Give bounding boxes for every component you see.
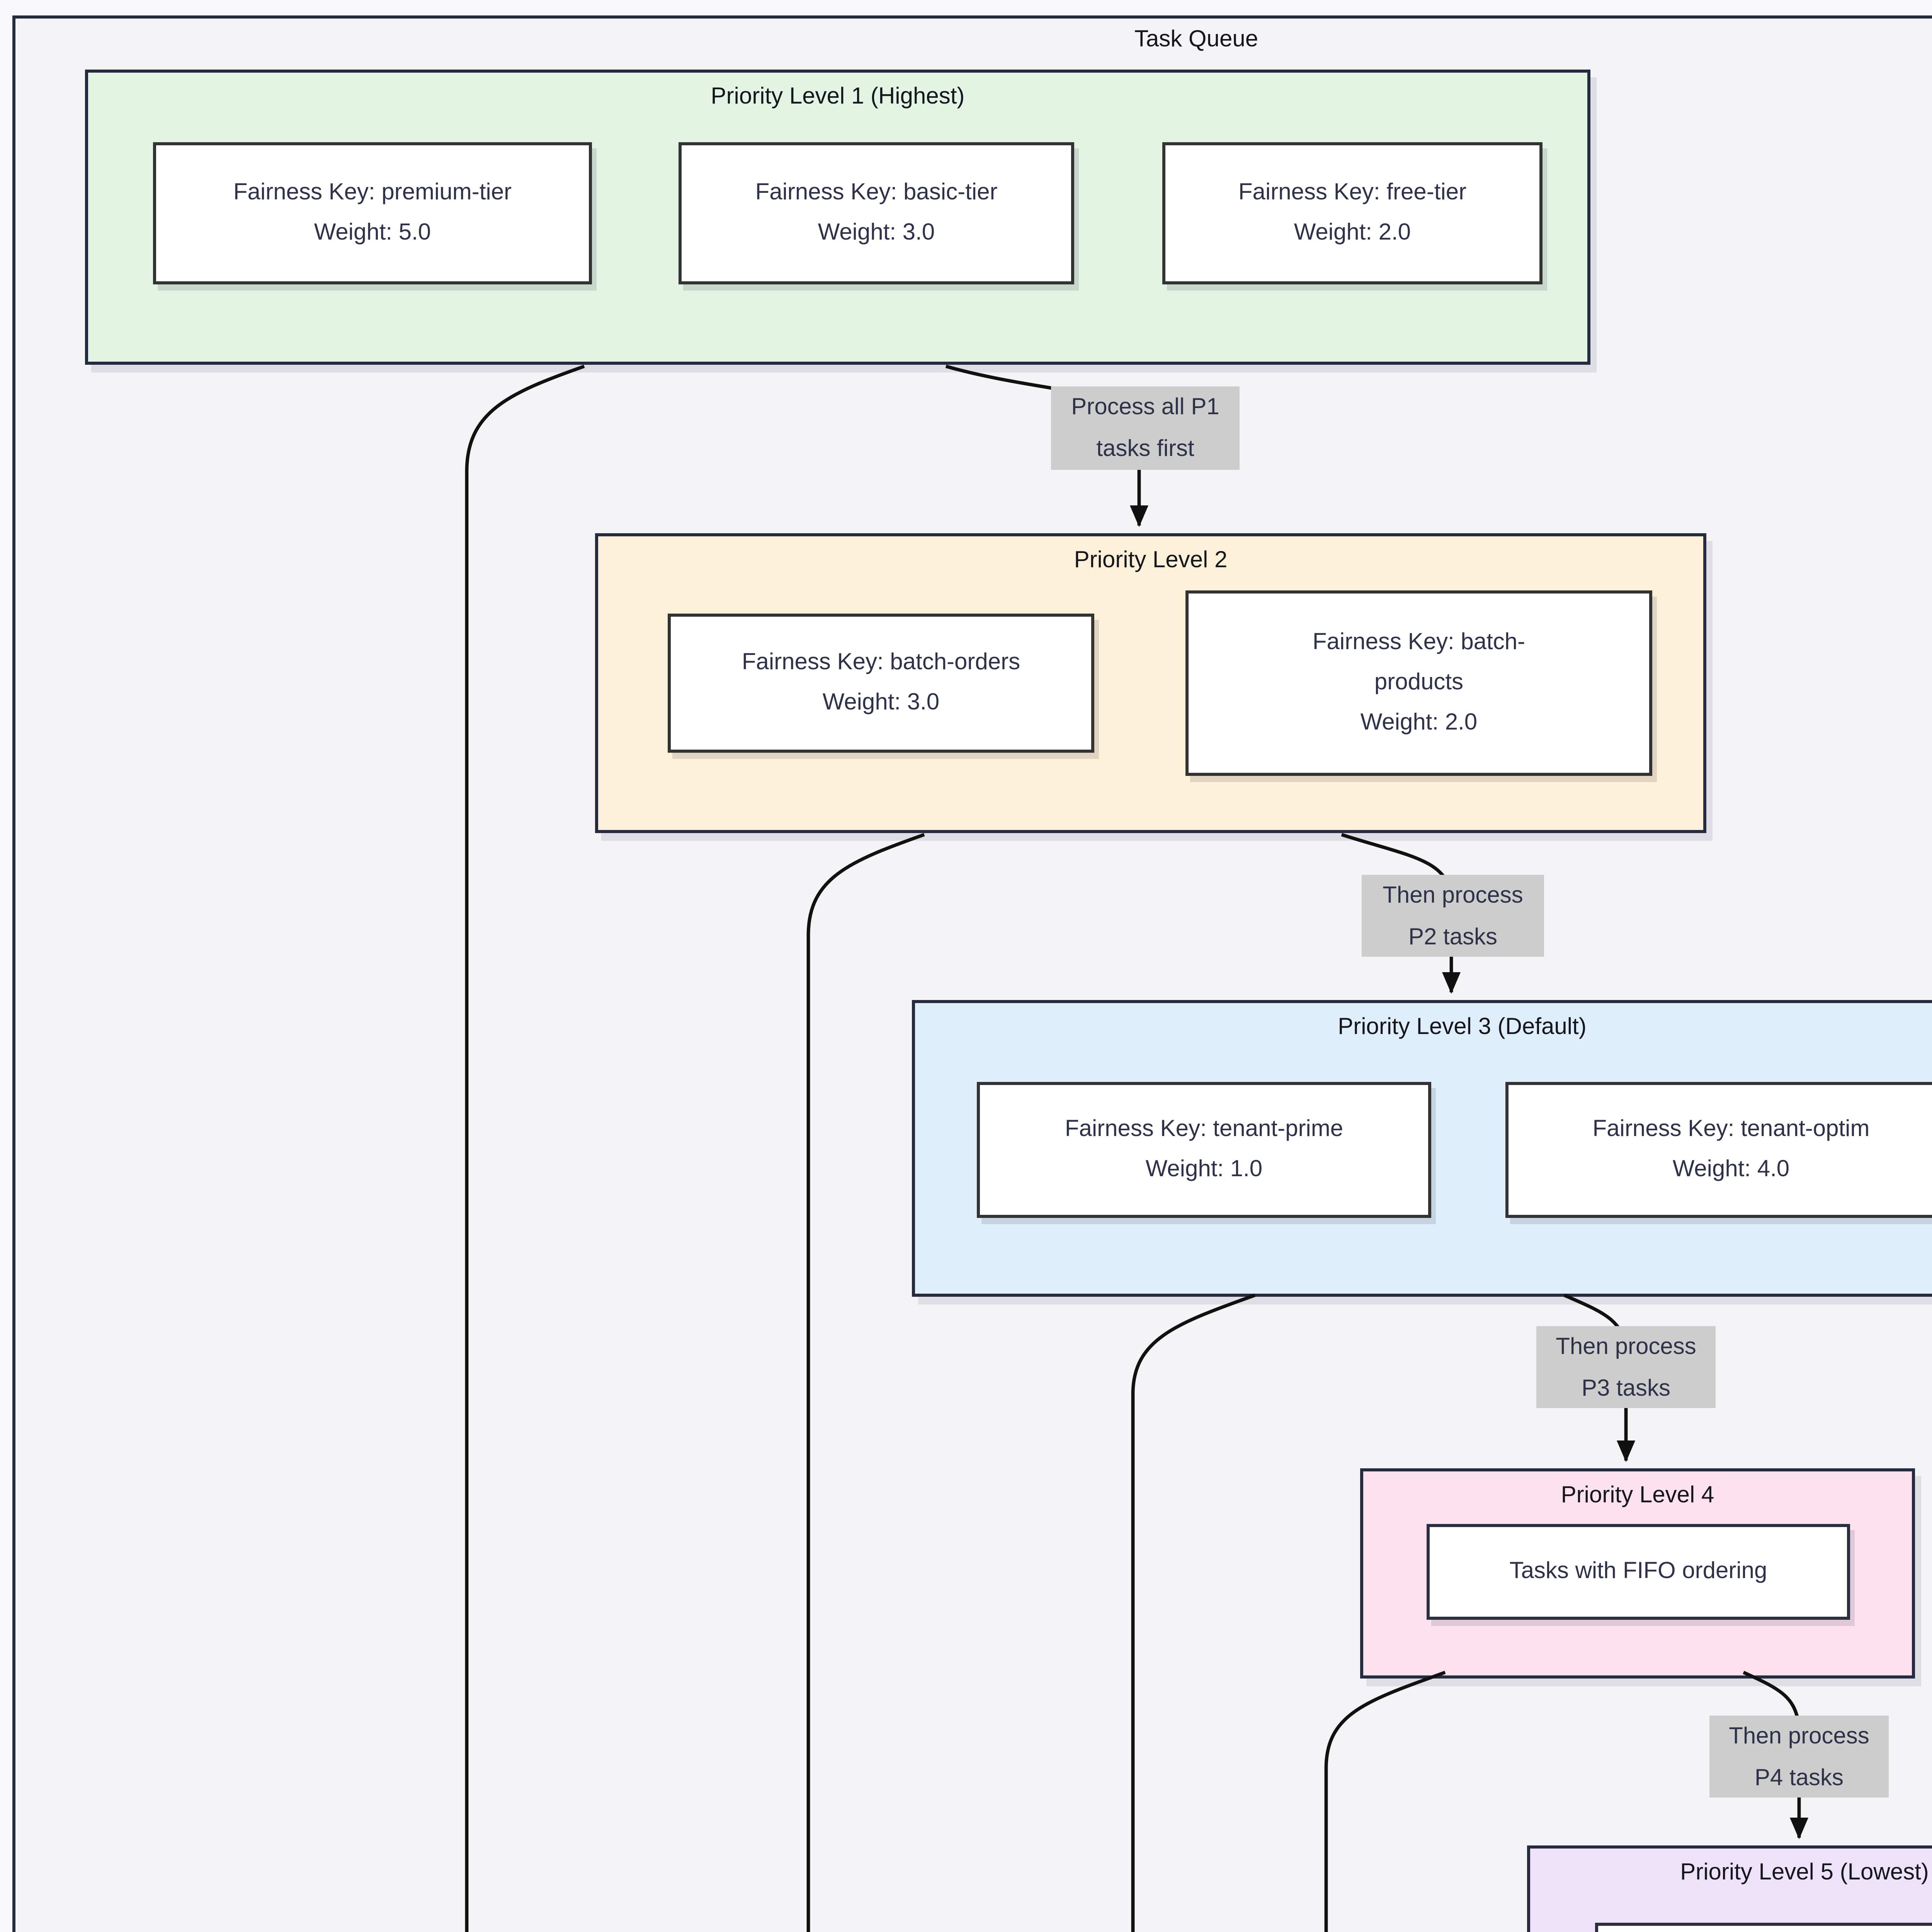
edge-label-process-p3: Then process P3 tasks (1536, 1326, 1716, 1408)
node-line: Fairness Key: free-tier (1238, 179, 1467, 206)
node-line: Fairness Key: batch- (1312, 629, 1526, 655)
edge-label-process-p4: Then process P4 tasks (1709, 1716, 1889, 1798)
edge-label-line: P2 tasks (1408, 924, 1498, 951)
node-line: Fairness Key: basic-tier (755, 179, 998, 206)
node-basic-tier: Fairness Key: basic-tier Weight: 3.0 (679, 142, 1074, 284)
edge-label-process-p2: Then process P2 tasks (1362, 875, 1544, 957)
node-batch-products: Fairness Key: batch- products Weight: 2.… (1185, 590, 1652, 776)
node-line: Weight: 3.0 (822, 689, 940, 716)
priority-level-4-container: Priority Level 4 Tasks with FIFO orderin… (1360, 1468, 1915, 1679)
node-tenant-prime: Fairness Key: tenant-prime Weight: 1.0 (977, 1082, 1431, 1218)
node-line: Weight: 5.0 (314, 219, 431, 246)
node-line: Fairness Key: premium-tier (233, 179, 512, 206)
node-line: Fairness Key: tenant-prime (1065, 1116, 1344, 1142)
node-line: Fairness Key: tenant-optim (1592, 1116, 1870, 1142)
node-fifo-p4: Tasks with FIFO ordering (1427, 1524, 1850, 1620)
node-line: Weight: 3.0 (818, 219, 935, 246)
node-fifo-p5: Tasks with FIFO ordering (1595, 1923, 1932, 1932)
priority-level-2-container: Priority Level 2 Fairness Key: batch-ord… (595, 533, 1706, 833)
node-line: Tasks with FIFO ordering (1509, 1558, 1767, 1584)
node-free-tier: Fairness Key: free-tier Weight: 2.0 (1162, 142, 1543, 284)
node-tenant-optim: Fairness Key: tenant-optim Weight: 4.0 (1505, 1082, 1932, 1218)
node-line: Weight: 4.0 (1672, 1156, 1790, 1182)
edge-label-line: Process all P1 (1071, 394, 1219, 420)
priority-level-1-title: Priority Level 1 (Highest) (711, 83, 965, 110)
priority-level-4-title: Priority Level 4 (1561, 1482, 1714, 1509)
edge-label-process-p1: Process all P1 tasks first (1051, 386, 1240, 470)
node-line: Fairness Key: batch-orders (742, 649, 1020, 675)
priority-level-3-title: Priority Level 3 (Default) (1338, 1014, 1587, 1040)
node-line: products (1374, 669, 1464, 696)
node-line: Weight: 2.0 (1360, 709, 1478, 736)
task-queue-title: Task Queue (1134, 26, 1259, 53)
priority-level-3-container: Priority Level 3 (Default) Fairness Key:… (912, 1000, 1932, 1297)
edge-label-line: P4 tasks (1754, 1765, 1844, 1791)
node-line: Weight: 2.0 (1294, 219, 1411, 246)
node-line: Weight: 1.0 (1145, 1156, 1263, 1182)
priority-level-1-container: Priority Level 1 (Highest) Fairness Key:… (85, 70, 1590, 365)
edge-label-line: tasks first (1096, 436, 1194, 462)
edge-label-line: P3 tasks (1581, 1376, 1671, 1402)
priority-level-5-container: Priority Level 5 (Lowest) Tasks with FIF… (1527, 1845, 1932, 1932)
node-batch-orders: Fairness Key: batch-orders Weight: 3.0 (668, 614, 1094, 753)
edge-label-line: Then process (1729, 1723, 1869, 1750)
priority-level-5-title: Priority Level 5 (Lowest) (1680, 1859, 1929, 1886)
node-premium-tier: Fairness Key: premium-tier Weight: 5.0 (153, 142, 592, 284)
edge-label-line: Then process (1556, 1334, 1696, 1360)
edge-label-line: Then process (1383, 883, 1523, 909)
priority-level-2-title: Priority Level 2 (1074, 547, 1228, 573)
